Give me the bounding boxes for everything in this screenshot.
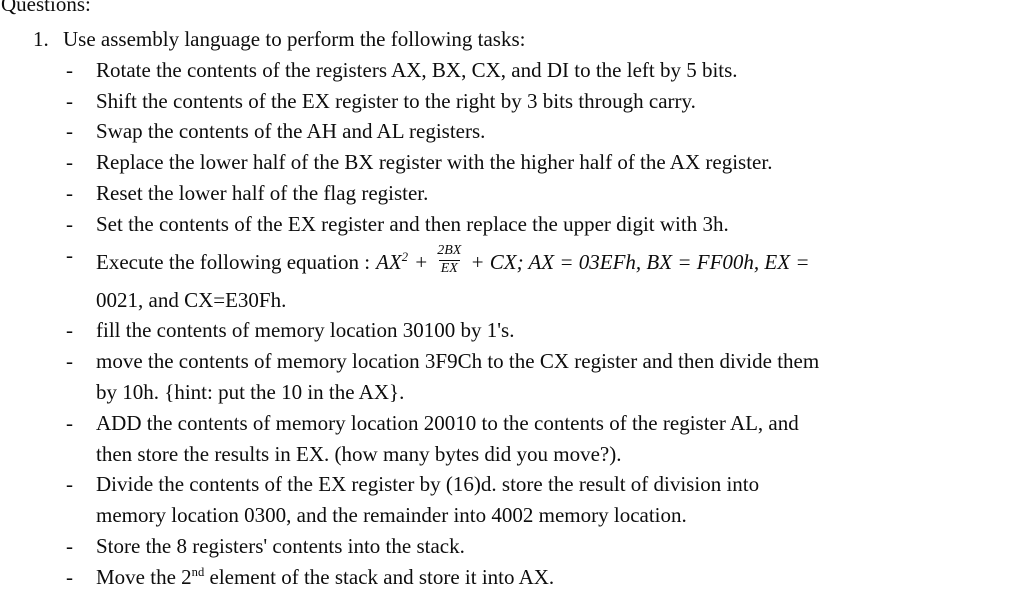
list-item-text: ADD the contents of memory location 2001…	[96, 410, 799, 435]
equation-fraction: 2BX EX	[435, 243, 463, 276]
list-item-text: Reset the lower half of the flag registe…	[96, 180, 429, 205]
equation-prefix: Execute the following equation :	[96, 249, 371, 274]
bullet-dash: -	[66, 533, 73, 558]
fraction-denominator: EX	[438, 259, 460, 276]
list-item-fill: - fill the contents of memory location 3…	[0, 315, 964, 346]
question-text: Use assembly language to perform the fol…	[63, 27, 526, 51]
bullet-dash: -	[66, 410, 73, 435]
list-item-text: Shift the contents of the EX register to…	[96, 88, 696, 113]
ordinal-superscript: nd	[191, 564, 205, 579]
list-item-text: Replace the lower half of the BX registe…	[96, 150, 773, 175]
list-item-swap: - Swap the contents of the AH and AL reg…	[0, 116, 964, 147]
list-item-text: Swap the contents of the AH and AL regis…	[96, 119, 486, 144]
question-number: 1.	[33, 27, 49, 51]
equation-line: Execute the following equation : AX2 + 2…	[96, 240, 964, 285]
bullet-dash: -	[66, 564, 73, 589]
list-item-equation: - Execute the following equation : AX2 +…	[0, 240, 964, 316]
bullet-dash: -	[66, 242, 73, 267]
list-item-rotate: - Rotate the contents of the registers A…	[0, 55, 964, 86]
fraction-numerator: 2BX	[437, 243, 462, 259]
list-item-replace: - Replace the lower half of the BX regis…	[0, 147, 964, 178]
list-item-text: memory location 0300, and the remainder …	[96, 503, 687, 528]
list-item-text: fill the contents of memory location 301…	[96, 318, 515, 343]
document-content: 1. Use assembly language to perform the f…	[0, 24, 964, 593]
bullet-dash: -	[66, 150, 73, 175]
list-item-move-stack: - Move the 2nd element of the stack and …	[0, 562, 964, 593]
bullet-dash: -	[66, 472, 73, 497]
bullet-dash: -	[66, 180, 73, 205]
bullet-dash: -	[66, 119, 73, 144]
list-item-text: move the contents of memory location 3F9…	[96, 349, 820, 374]
bullet-dash: -	[66, 211, 73, 236]
list-item-text: Move the 2nd element of the stack and st…	[96, 564, 555, 589]
equation-term-ax-squared: AX2	[376, 249, 409, 274]
list-item-reset: - Reset the lower half of the flag regis…	[0, 178, 964, 209]
list-item-shift: - Shift the contents of the EX register …	[0, 86, 964, 117]
list-item-move-memory: - move the contents of memory location 3…	[0, 346, 964, 408]
list-item-text: Store the 8 registers' contents into the…	[96, 533, 465, 558]
list-item-text: then store the results in EX. (how many …	[96, 441, 622, 466]
list-item-divide: - Divide the contents of the EX register…	[0, 469, 964, 531]
bullet-dash: -	[66, 349, 73, 374]
list-item-store-stack: - Store the 8 registers' contents into t…	[0, 531, 964, 562]
bullet-dash: -	[66, 88, 73, 113]
bullet-dash: -	[66, 318, 73, 343]
list-item-set: - Set the contents of the EX register an…	[0, 209, 964, 240]
list-item-text: Divide the contents of the EX register b…	[96, 472, 760, 497]
list-item-text: by 10h. {hint: put the 10 in the AX}.	[96, 379, 405, 404]
list-item-text: Rotate the contents of the registers AX,…	[96, 57, 738, 82]
equation-continuation: 0021, and CX=E30Fh.	[96, 287, 287, 312]
questions-heading: Questions:	[1, 0, 91, 16]
list-item-text: Set the contents of the EX register and …	[96, 211, 729, 236]
equation-suffix: + CX; AX = 03EFh, BX = FF00h, EX =	[470, 249, 810, 274]
bullet-dash: -	[66, 57, 73, 82]
list-item-add: - ADD the contents of memory location 20…	[0, 408, 964, 470]
equation-plus-operator: +	[414, 249, 429, 274]
question-1-line: 1. Use assembly language to perform the f…	[0, 24, 964, 55]
